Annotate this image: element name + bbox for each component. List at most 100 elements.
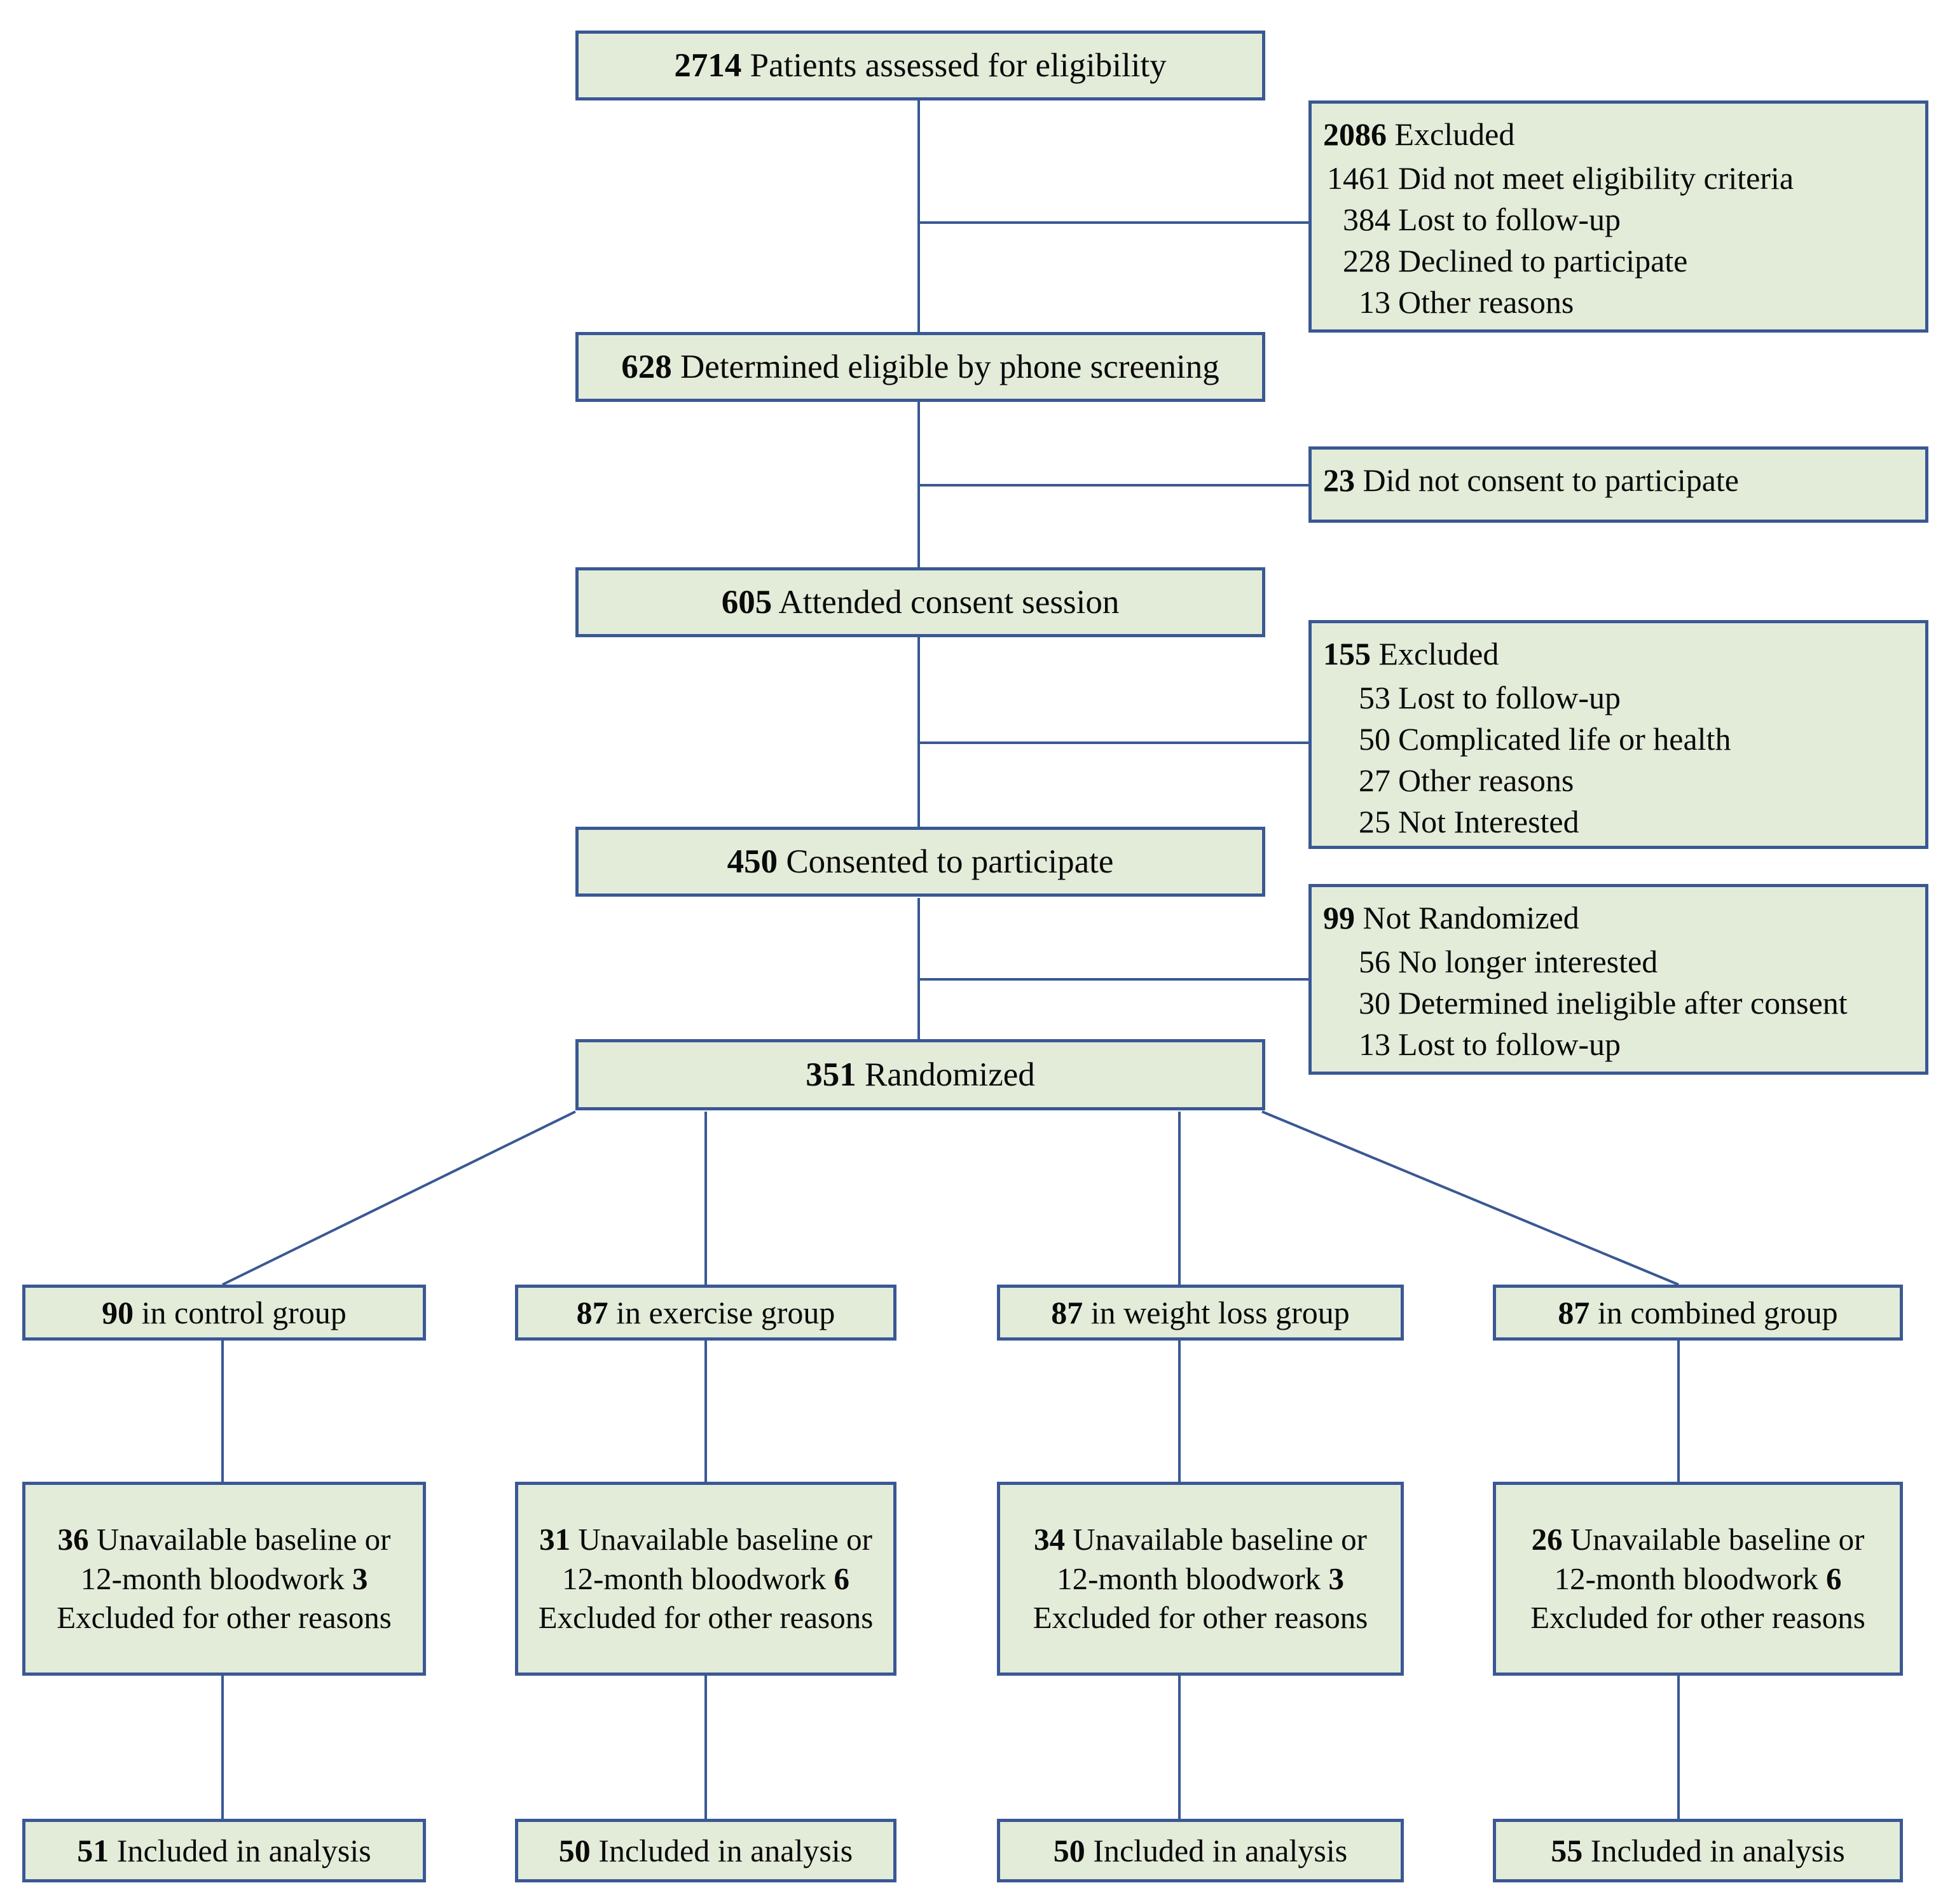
weight-loss-group-count: 87 [1051, 1294, 1083, 1330]
not-randomized-99-reason-0-text: No longer interested [1398, 944, 1658, 979]
box-consented-to-participate: 450 Consented to participate [575, 827, 1265, 897]
excluded-2086-reason-0-count: 1461 [1327, 160, 1390, 196]
combined-excluded-1: 6 Excluded for other reasons [1530, 1561, 1865, 1636]
control-excluded-1: 3 Excluded for other reasons [57, 1561, 392, 1636]
excluded-155-reason-2-count: 27 [1359, 762, 1390, 798]
exercise-excluded-0-text: Unavailable baseline or 12-month bloodwo… [562, 1521, 872, 1596]
exercise-analysis-count: 50 [558, 1832, 591, 1868]
excluded-2086-reason-2-count: 228 [1343, 243, 1390, 279]
eligible-label: Determined eligible by phone screening [680, 348, 1219, 385]
weight-loss-excluded-1: 3 Excluded for other reasons [1033, 1561, 1368, 1636]
eligible-count: 628 [621, 348, 672, 385]
connector-randomized-to-control [222, 1110, 576, 1286]
box-group-weight-loss: 87 in weight loss group [997, 1285, 1404, 1341]
box-assessed-for-eligibility: 2714 Patients assessed for eligibility [575, 31, 1265, 100]
excluded-2086-reason-0-text: Did not meet eligibility criteria [1398, 160, 1794, 196]
combined-analysis-label: Included in analysis [1590, 1832, 1845, 1868]
excluded-155-reason-0-text: Lost to follow-up [1398, 680, 1621, 715]
excluded-155-reason-3-text: Not Interested [1398, 804, 1579, 839]
combined-excluded-0: 26 Unavailable baseline or 12-month bloo… [1532, 1522, 1865, 1596]
box-excluded-weight-loss: 34 Unavailable baseline or 12-month bloo… [997, 1482, 1404, 1676]
box-randomized: 351 Randomized [575, 1039, 1265, 1110]
combined-excluded-0-text: Unavailable baseline or 12-month bloodwo… [1554, 1521, 1865, 1596]
not-randomized-99-reason-0-count: 56 [1359, 944, 1390, 979]
box-group-exercise: 87 in exercise group [515, 1285, 896, 1341]
box-determined-eligible: 628 Determined eligible by phone screeni… [575, 332, 1265, 402]
control-group-count: 90 [102, 1294, 134, 1330]
no-consent-23-count: 23 [1323, 462, 1355, 498]
not-randomized-99-count: 99 [1323, 900, 1355, 935]
weight-loss-group-label: in weight loss group [1090, 1294, 1350, 1330]
weight-loss-excluded-0: 34 Unavailable baseline or 12-month bloo… [1034, 1522, 1367, 1596]
control-excluded-0-count: 36 [57, 1521, 89, 1557]
exercise-excluded-1-text: Excluded for other reasons [538, 1600, 874, 1636]
excluded-155-reason-1-count: 50 [1359, 721, 1390, 757]
box-excluded-control: 36 Unavailable baseline or 12-month bloo… [22, 1482, 426, 1676]
weight-loss-analysis-label: Included in analysis [1093, 1832, 1348, 1868]
exercise-excluded-0-count: 31 [539, 1521, 571, 1557]
combined-excluded-1-text: Excluded for other reasons [1530, 1600, 1865, 1636]
excluded-155-reason-0-count: 53 [1359, 680, 1390, 715]
box-attended-consent-session: 605 Attended consent session [575, 567, 1265, 637]
attended-count: 605 [721, 583, 772, 621]
weight-loss-excluded-0-text: Unavailable baseline or 12-month bloodwo… [1057, 1521, 1367, 1596]
excluded-2086-reason-2-text: Declined to participate [1398, 243, 1688, 279]
excluded-2086-reason-1-count: 384 [1343, 202, 1390, 237]
not-randomized-99-reason-2-text: Lost to follow-up [1398, 1026, 1621, 1062]
box-analysis-exercise: 50 Included in analysis [515, 1819, 896, 1882]
control-analysis-count: 51 [77, 1832, 109, 1868]
combined-excluded-1-count: 6 [1825, 1561, 1842, 1596]
box-group-control: 90 in control group [22, 1285, 426, 1341]
box-analysis-control: 51 Included in analysis [22, 1819, 426, 1882]
consented-count: 450 [727, 843, 778, 880]
not-randomized-99-reason-1-text: Determined ineligible after consent [1398, 985, 1848, 1021]
control-analysis-label: Included in analysis [116, 1832, 371, 1868]
exercise-excluded-1-count: 6 [834, 1561, 849, 1596]
no-consent-23-label: Did not consent to participate [1363, 462, 1740, 498]
excluded-2086-count: 2086 [1323, 116, 1387, 152]
assessed-count: 2714 [674, 46, 742, 84]
not-randomized-99-reason-2-count: 13 [1359, 1026, 1390, 1062]
exercise-analysis-label: Included in analysis [598, 1832, 853, 1868]
excluded-155-reason-1-text: Complicated life or health [1398, 721, 1731, 757]
not-randomized-99-reason-1-count: 30 [1359, 985, 1390, 1021]
excluded-155-label: Excluded [1378, 636, 1499, 672]
exercise-group-count: 87 [576, 1294, 608, 1330]
exercise-excluded-0: 31 Unavailable baseline or 12-month bloo… [539, 1522, 872, 1596]
box-did-not-consent-23: 23 Did not consent to participate [1308, 446, 1928, 523]
assessed-label: Patients assessed for eligibility [750, 46, 1167, 84]
box-excluded-combined: 26 Unavailable baseline or 12-month bloo… [1493, 1482, 1903, 1676]
not-randomized-99-label: Not Randomized [1363, 900, 1579, 935]
control-excluded-1-text: Excluded for other reasons [57, 1600, 392, 1636]
consented-label: Consented to participate [786, 843, 1114, 880]
control-group-label: in control group [141, 1294, 347, 1330]
excluded-2086-reason-1-text: Lost to follow-up [1398, 202, 1621, 237]
combined-group-label: in combined group [1597, 1294, 1838, 1330]
excluded-155-count: 155 [1323, 636, 1371, 672]
control-excluded-1-count: 3 [352, 1561, 368, 1596]
excluded-155-reason-2-text: Other reasons [1398, 762, 1574, 798]
weight-loss-excluded-1-text: Excluded for other reasons [1033, 1600, 1368, 1636]
box-analysis-combined: 55 Included in analysis [1493, 1819, 1903, 1882]
weight-loss-analysis-count: 50 [1053, 1832, 1085, 1868]
control-excluded-0-text: Unavailable baseline or 12-month bloodwo… [80, 1521, 391, 1596]
excluded-2086-label: Excluded [1394, 116, 1515, 152]
connector-randomized-to-combined [1261, 1110, 1679, 1286]
weight-loss-excluded-0-count: 34 [1034, 1521, 1066, 1557]
excluded-2086-reason-3-text: Other reasons [1398, 284, 1574, 320]
randomized-count: 351 [806, 1056, 856, 1093]
attended-label: Attended consent session [778, 583, 1120, 621]
excluded-2086-reason-3-count: 13 [1359, 284, 1390, 320]
